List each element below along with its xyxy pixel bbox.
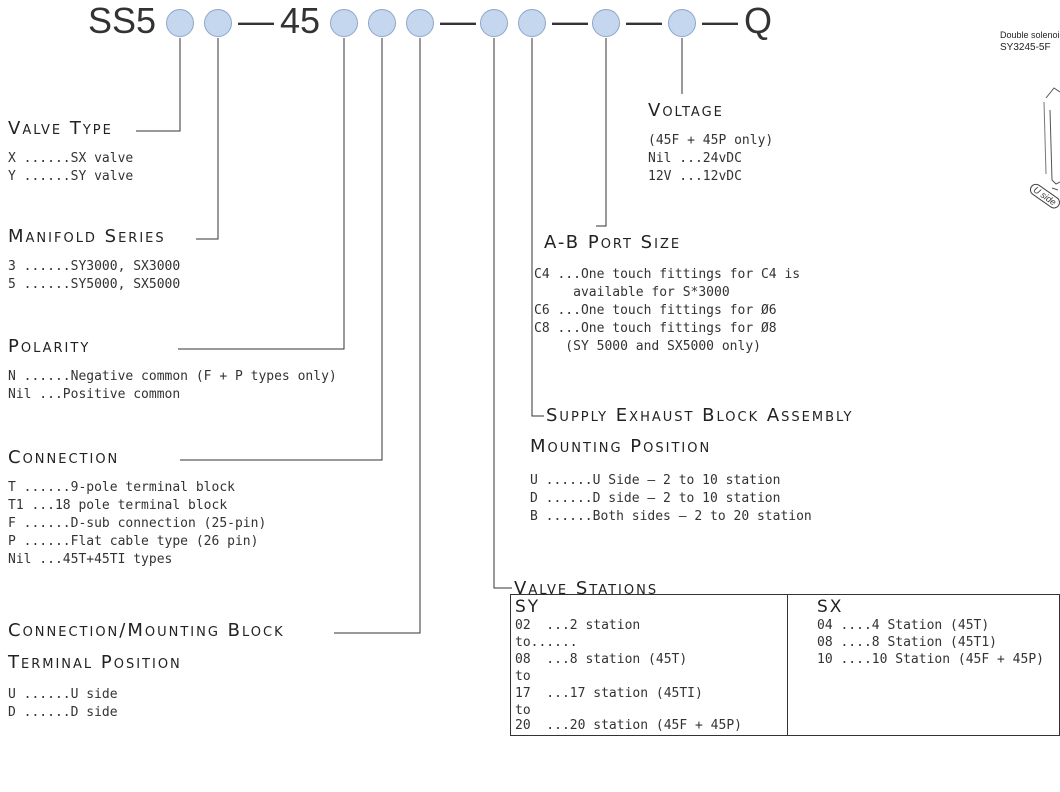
- connection-item-t: T ......9-pole terminal block: [8, 480, 235, 495]
- supply-exhaust-item-d: D ......D side – 2 to 10 station: [530, 491, 781, 506]
- leader-connection-mounting: [334, 38, 421, 634]
- leader-ab-port: [596, 38, 607, 227]
- voltage-note: (45F + 45P only): [648, 133, 774, 148]
- mounting-position-heading: Mounting Position: [530, 436, 712, 457]
- voltage-item-12v: 12V ...12vDC: [648, 169, 742, 184]
- leader-supply-exhaust: [531, 38, 544, 417]
- manifold-series-item-5: 5 ......SY5000, SX5000: [8, 277, 181, 292]
- leader-connection: [180, 38, 383, 461]
- connection-item-f: F ......D-sub connection (25-pin): [8, 516, 267, 531]
- sy-item-17: 17 ...17 station (45TI): [515, 686, 703, 701]
- sy-item-to-2: to: [515, 669, 531, 684]
- voltage-item-nil: Nil ...24vDC: [648, 151, 742, 166]
- code-suffix: Q: [744, 0, 773, 41]
- leader-valve-stations: [493, 38, 512, 589]
- manifold-body: [1049, 109, 1060, 185]
- sx-item-04: 04 ....4 Station (45T): [817, 618, 990, 633]
- connection-item-t1: T1 ...18 pole terminal block: [8, 498, 228, 513]
- terminal-position-item-d: D ......D side: [8, 705, 118, 720]
- manifold-series-heading: Manifold Series: [8, 226, 166, 247]
- sx-item-10: 10 ....10 Station (45F + 45P): [817, 652, 1044, 667]
- sx-column-label: SX: [817, 597, 844, 617]
- valve-stations-heading: Valve Stations: [514, 578, 659, 599]
- option-circle-connection-mounting: [406, 9, 434, 37]
- option-circle-valve-type: [166, 9, 194, 37]
- polarity-item-nil: Nil ...Positive common: [8, 387, 181, 402]
- sy-item-to-1: to......: [515, 635, 578, 650]
- sx-item-08: 08 ....8 Station (45T1): [817, 635, 998, 650]
- connection-item-nil: Nil ...45T+45TI types: [8, 552, 173, 567]
- terminal-position-heading: Terminal Position: [8, 652, 182, 673]
- voltage-heading: Voltage: [648, 100, 724, 121]
- connection-mounting-heading: Connection/Mounting Block: [8, 620, 285, 641]
- leader-valve-type: [136, 38, 181, 132]
- ab-port-item-c6: C6 ...One touch fittings for Ø6: [534, 303, 777, 318]
- manifold-series-item-3: 3 ......SY3000, SX3000: [8, 259, 181, 274]
- option-circle-ab-port: [592, 9, 620, 37]
- option-circle-polarity: [330, 9, 358, 37]
- ab-port-item-c8: C8 ...One touch fittings for Ø8: [534, 321, 777, 336]
- valve-type-item-x: X ......SX valve: [8, 151, 134, 166]
- polarity-item-n: N ......Negative common (F + P types onl…: [8, 369, 337, 384]
- sy-column-label: SY: [515, 597, 541, 617]
- code-dash-1: —: [238, 0, 274, 41]
- terminal-position-item-u: U ......U side: [8, 687, 118, 702]
- manifold-foot: [1051, 187, 1059, 191]
- code-dash-2: —: [440, 0, 476, 41]
- ab-port-item-c4: C4 ...One touch fittings for C4 is: [534, 267, 801, 282]
- ab-port-item-c8-note: (SY 5000 and SX5000 only): [534, 339, 761, 354]
- ab-port-item-c4-note: available for S*3000: [534, 285, 730, 300]
- code-mid: 45: [280, 0, 321, 41]
- leader-manifold-series: [196, 38, 219, 240]
- code-prefix: SS5: [88, 0, 157, 41]
- thumbnail-line2: SY3245-5F: [1000, 42, 1051, 53]
- valve-stations-table: SY 02 ...2 station to...... 08 ...8 stat…: [510, 594, 1060, 736]
- leader-polarity: [178, 38, 345, 350]
- code-dash-5: —: [702, 0, 738, 41]
- supply-exhaust-heading: Supply Exhaust Block Assembly: [546, 405, 854, 426]
- supply-exhaust-item-u: U ......U Side – 2 to 10 station: [530, 473, 781, 488]
- connection-item-p: P ......Flat cable type (26 pin): [8, 534, 259, 549]
- option-circle-supply-exhaust: [518, 9, 546, 37]
- option-circle-voltage: [668, 9, 696, 37]
- option-circle-manifold-series: [204, 9, 232, 37]
- manifold-side: [1043, 101, 1047, 175]
- option-circle-connection: [368, 9, 396, 37]
- ab-port-heading: A-B Port Size: [544, 232, 682, 253]
- code-dash-4: —: [626, 0, 662, 41]
- manifold-top: [1045, 87, 1060, 99]
- thumbnail-line1: Double solenoid: [1000, 30, 1060, 40]
- option-circle-valve-stations: [480, 9, 508, 37]
- sy-item-02: 02 ...2 station: [515, 618, 641, 633]
- connection-heading: Connection: [8, 447, 120, 468]
- manifold-illustration: [1043, 87, 1060, 191]
- polarity-heading: Polarity: [8, 336, 91, 357]
- sy-item-08: 08 ...8 station (45T): [515, 652, 688, 667]
- valve-type-item-y: Y ......SY valve: [8, 169, 134, 184]
- code-dash-3: —: [552, 0, 588, 41]
- table-divider: [787, 595, 788, 735]
- sy-item-20: 20 ...20 station (45F + 45P): [515, 718, 742, 733]
- supply-exhaust-item-b: B ......Both sides – 2 to 20 station: [530, 509, 812, 524]
- valve-type-heading: Valve Type: [8, 118, 113, 139]
- sy-item-to-3: to: [515, 703, 531, 718]
